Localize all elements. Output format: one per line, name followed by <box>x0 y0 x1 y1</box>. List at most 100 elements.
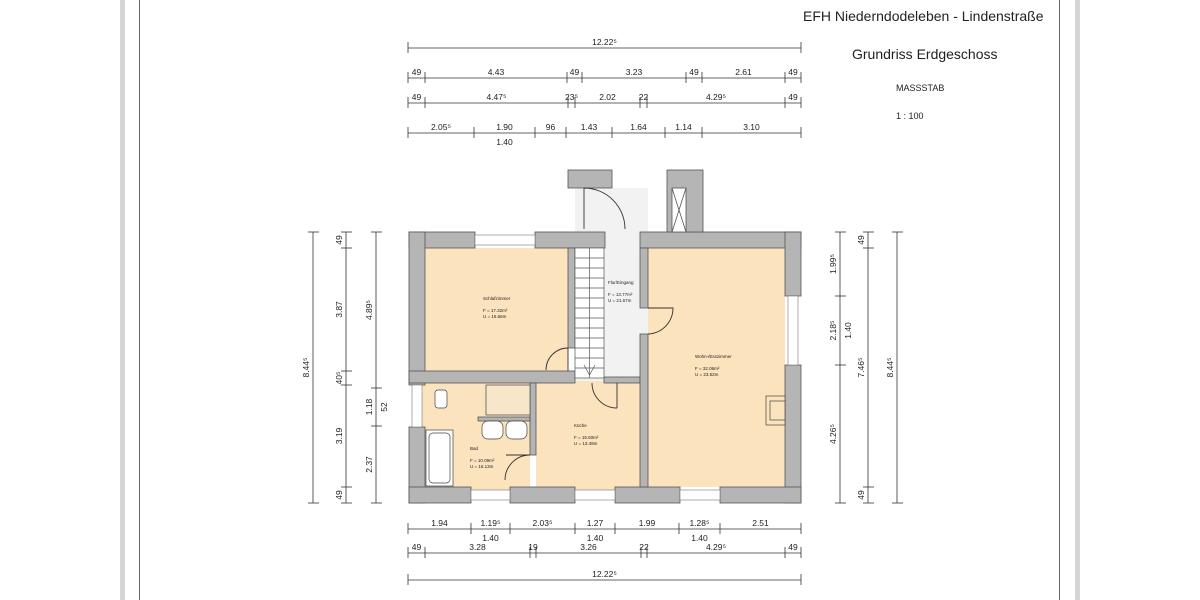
room-area: F = 10.09m² <box>470 458 495 463</box>
dimension-label: 12.22⁵ <box>592 569 617 579</box>
dimension-label: 1.94 <box>431 518 448 528</box>
dimension-label: 1.27 <box>587 518 604 528</box>
dimension-label: 96 <box>546 122 556 132</box>
dimension-label: 49 <box>788 92 798 102</box>
dimension-label: 1.18 <box>364 398 374 415</box>
dimension-label: 1.19⁵ <box>480 518 500 528</box>
dimension-label: 2.02 <box>599 92 616 102</box>
dimension-label: 8.44⁵ <box>885 357 895 377</box>
room-name: Küche <box>574 423 587 428</box>
dimension-sublabel: 52 <box>379 402 389 412</box>
dimension-label: 19 <box>528 542 538 552</box>
wall-segment <box>408 370 576 384</box>
walls <box>408 231 802 504</box>
dimension-label: 4.29⁵ <box>706 92 726 102</box>
fixtures <box>425 384 786 487</box>
frame-border-right <box>1059 0 1060 600</box>
dimension-label: 3.87 <box>334 301 344 318</box>
room-name: Flur/Eingang <box>608 280 634 285</box>
washbasin-right <box>505 420 528 440</box>
room-name: Wohn-/Esszimmer <box>695 354 732 359</box>
window-bath-bottom <box>470 489 511 501</box>
dimension-label: 49 <box>412 92 422 102</box>
dimension-label: 3.10 <box>743 122 760 132</box>
room-perimeter: U = 16.66m <box>483 314 507 319</box>
dimension-label: 49 <box>856 235 866 245</box>
dimension-label: 3.28 <box>469 542 486 552</box>
door-bedroom[interactable] <box>545 347 569 371</box>
room-perimeter: U = 16.13m <box>470 464 494 469</box>
doors <box>504 187 674 481</box>
room-area: F = 17.32m² <box>483 308 508 313</box>
dimension-label: 1.90 <box>496 122 513 132</box>
window-kitchen-bottom <box>574 489 616 501</box>
dimension-label: 49 <box>570 67 580 77</box>
dimension-label: 49 <box>856 490 866 500</box>
project-title: EFH Niederndodeleben - Lindenstraße <box>803 8 1044 24</box>
dimension-label: 23⁵ <box>565 92 578 102</box>
staircase <box>574 247 605 379</box>
dimension-label: 3.26 <box>580 542 597 552</box>
dimension-sublabel: 1.40 <box>587 533 604 543</box>
dimension-label: 4.26⁵ <box>828 424 838 444</box>
door-bath[interactable] <box>504 454 531 481</box>
dimension-label: 1.43 <box>581 122 598 132</box>
dimension-label: 2.18⁵ <box>828 320 838 340</box>
room-perimeter: U = 13.49m <box>574 441 598 446</box>
room-name: Bad <box>470 446 479 451</box>
frame-border-left <box>139 0 140 600</box>
scale-value: 1 : 100 <box>896 111 924 121</box>
kitchen-floor <box>536 381 640 493</box>
wall-segment <box>614 486 681 504</box>
wall-segment <box>784 364 802 504</box>
dimension-label: 49 <box>689 67 699 77</box>
wall-segment <box>719 486 802 504</box>
washbasin-left <box>481 420 504 440</box>
dimension-label: 49 <box>788 67 798 77</box>
wall-segment <box>408 231 426 386</box>
door-living[interactable] <box>647 307 674 335</box>
dimension-label: 49 <box>412 67 422 77</box>
dimension-sublabel: 1.40 <box>496 137 513 147</box>
window-bedroom <box>474 234 536 246</box>
scale-label: MASSSTAB <box>896 83 945 93</box>
bathtub-inner <box>428 432 451 484</box>
room-area: F = 13.77m² <box>608 292 633 297</box>
dimension-label: 7.46⁵ <box>856 357 866 377</box>
dimension-label: 3.19 <box>334 427 344 444</box>
dimension-label: 49 <box>412 542 422 552</box>
dimension-label: 4.29⁵ <box>706 542 726 552</box>
window-living-bottom <box>679 489 721 501</box>
dimension-label: 49 <box>334 490 344 500</box>
wall-segment <box>509 486 576 504</box>
dimension-sublabel: 1.40 <box>691 533 708 543</box>
page-edge-left <box>120 0 125 600</box>
wall-segment <box>784 231 802 297</box>
room-name: Schlafzimmer <box>483 296 511 301</box>
room-perimeter: U = 23.52m <box>695 372 719 377</box>
dimension-label: 1.14 <box>675 122 692 132</box>
room-area: F = 32.06m² <box>695 366 720 371</box>
wall-segment <box>603 376 641 384</box>
dimension-label: 2.61 <box>735 67 752 77</box>
wall-segment <box>639 247 649 309</box>
dimension-label: 1.99 <box>639 518 656 528</box>
door-kitchen[interactable] <box>591 382 618 409</box>
dimension-label: 4.43 <box>488 67 505 77</box>
dimension-label: 8.44⁵ <box>301 357 311 377</box>
entrance <box>567 169 704 233</box>
bedroom-floor <box>425 248 568 371</box>
wall-segment <box>534 231 606 249</box>
dimension-label: 2.51 <box>752 518 769 528</box>
dimension-label: 2.03⁵ <box>532 518 552 528</box>
dimension-label: 22 <box>639 542 649 552</box>
door-entrance[interactable] <box>583 187 626 230</box>
dimension-label: 2.37 <box>364 456 374 473</box>
dimension-label: 1.28⁵ <box>689 518 709 528</box>
shower <box>485 384 531 416</box>
dimension-label: 12.22⁵ <box>592 37 617 47</box>
dimension-sublabel: 1.40 <box>843 322 853 339</box>
wall-segment <box>639 231 802 249</box>
room-perimeter: U = 21.67m <box>608 298 632 303</box>
